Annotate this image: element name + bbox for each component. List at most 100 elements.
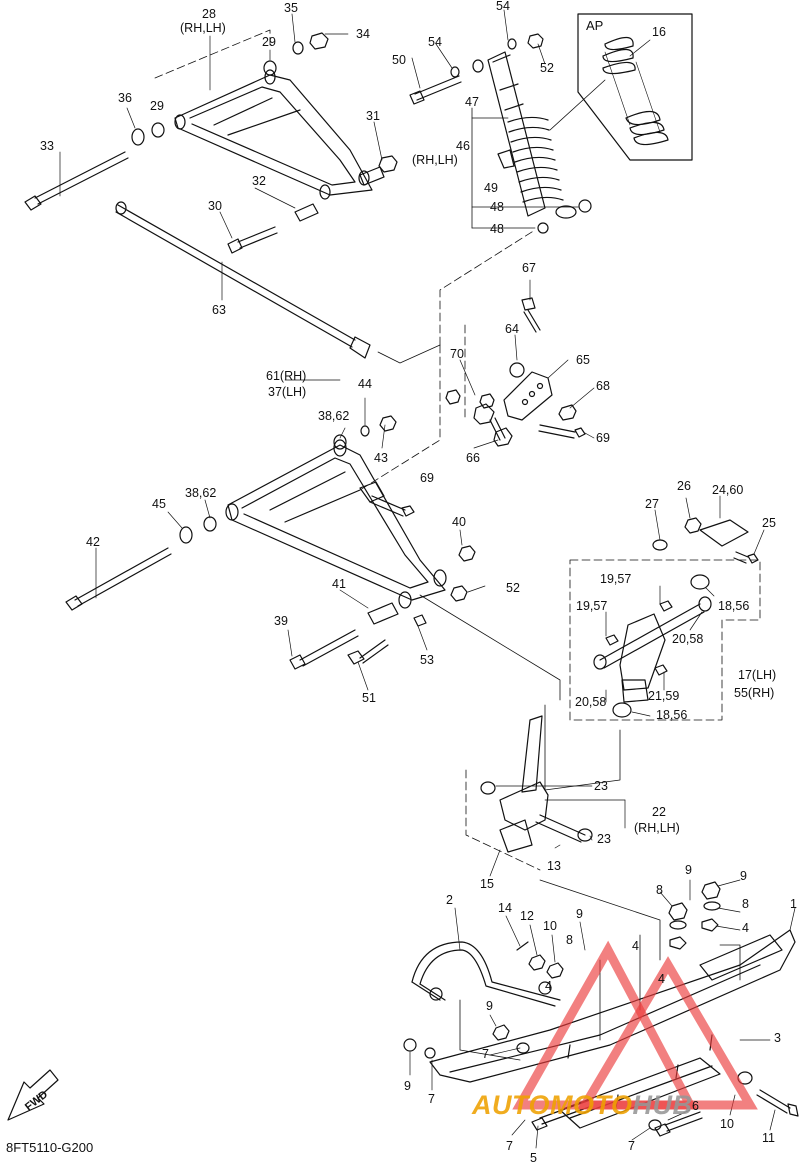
label-46-rhlh: (RH,LH)	[412, 153, 458, 167]
bolt-39	[289, 654, 306, 670]
nut-9e	[403, 1038, 417, 1052]
watermark-part2: HUB	[632, 1090, 693, 1120]
label-4-b: 4	[632, 939, 639, 953]
label-54-top: 54	[496, 0, 510, 13]
label-42: 42	[86, 535, 100, 549]
label-25: 25	[762, 516, 776, 530]
label-48-b: 48	[490, 222, 504, 236]
spindle-assembly	[593, 539, 712, 718]
washer-36	[131, 128, 145, 146]
label-52-top: 52	[540, 61, 554, 75]
ski-handle	[411, 941, 561, 1001]
washer-44	[360, 425, 370, 437]
label-55-rh: 55(RH)	[734, 686, 775, 700]
label-9-d: 9	[486, 999, 493, 1013]
bolt-42	[65, 595, 83, 611]
label-35: 35	[284, 1, 298, 15]
upper-a-arm	[174, 69, 373, 200]
label-69-a: 69	[596, 431, 610, 445]
label-5: 5	[530, 1151, 537, 1165]
watermark-logo	[512, 940, 758, 1110]
steering-arm	[699, 519, 749, 547]
bolt-25	[747, 553, 759, 564]
label-14: 14	[498, 901, 512, 915]
washer-7d	[648, 1119, 662, 1131]
label-4-c: 4	[658, 972, 665, 986]
label-4-a: 4	[742, 921, 749, 935]
bolt-69b	[401, 505, 415, 517]
label-2: 2	[446, 893, 453, 907]
washer-54a	[507, 38, 517, 50]
label-22-rhlh: (RH,LH)	[634, 821, 680, 835]
label-46: 46	[456, 139, 470, 153]
nut-40	[458, 545, 476, 562]
ski-column	[480, 715, 593, 853]
bushing-48b	[537, 222, 549, 234]
label-29-top: 29	[262, 35, 276, 49]
bolt-33	[34, 151, 126, 199]
label-54-left: 54	[428, 35, 442, 49]
label-2159: 21,59	[648, 689, 680, 703]
nut-43	[379, 415, 397, 432]
nut-9d	[492, 1024, 510, 1041]
label-8-b: 8	[742, 897, 749, 911]
label-63: 63	[212, 303, 226, 317]
nut-31	[378, 155, 398, 173]
washer-8a	[669, 920, 687, 930]
bushing-29	[263, 60, 277, 76]
label-1: 1	[790, 897, 797, 911]
label-10-a: 10	[543, 919, 557, 933]
label-31: 31	[366, 109, 380, 123]
bushing-38a	[333, 434, 347, 450]
label-28: 28	[202, 7, 216, 21]
label-1957-b: 19,57	[576, 599, 608, 613]
shock-absorber	[487, 51, 577, 219]
collar-32	[294, 203, 319, 222]
washer-8b	[703, 901, 721, 911]
label-51: 51	[362, 691, 376, 705]
watermark-text: AUTOMOTOHUB	[472, 1090, 693, 1121]
nut-68	[558, 404, 577, 421]
bolt-6	[654, 1123, 671, 1137]
nut-9a	[668, 902, 688, 921]
label-9-a: 9	[685, 863, 692, 877]
label-1856-a: 18,56	[718, 599, 750, 613]
label-2058-a: 20,58	[672, 632, 704, 646]
nut-52a	[527, 33, 544, 49]
label-68: 68	[596, 379, 610, 393]
bolt-5	[531, 1117, 548, 1131]
label-48-a: 48	[490, 200, 504, 214]
washer-45	[179, 526, 193, 544]
label-40: 40	[452, 515, 466, 529]
label-2460: 24,60	[712, 483, 744, 497]
bushing-38b	[203, 516, 217, 532]
nut-9b	[701, 881, 721, 900]
label-15: 15	[480, 877, 494, 891]
label-53: 53	[420, 653, 434, 667]
stabilizer-rod-63	[115, 201, 371, 359]
bushing-48a	[578, 199, 592, 213]
nut-34	[309, 32, 329, 50]
label-23-a: 23	[594, 779, 608, 793]
label-52-mid: 52	[506, 581, 520, 595]
label-7-b: 7	[428, 1092, 435, 1106]
label-67: 67	[522, 261, 536, 275]
collar-53	[413, 614, 427, 627]
nut-52b	[450, 585, 468, 602]
ap-spring-box	[577, 13, 693, 161]
nut-10a	[546, 962, 564, 979]
washer-7a	[516, 1042, 530, 1054]
nut-26	[684, 517, 702, 534]
label-9-c: 9	[576, 907, 583, 921]
label-43: 43	[374, 451, 388, 465]
label-28-rhlh: (RH,LH)	[180, 21, 226, 35]
label-34: 34	[356, 27, 370, 41]
watermark-part1: AUTOMOTO	[472, 1090, 633, 1120]
label-61-rh: 61(RH)	[266, 369, 307, 383]
bolt-51	[347, 650, 365, 665]
label-45: 45	[152, 497, 166, 511]
label-70: 70	[450, 347, 464, 361]
label-69-b: 69	[420, 471, 434, 485]
label-32: 32	[252, 174, 266, 188]
label-10-b: 10	[720, 1117, 734, 1131]
